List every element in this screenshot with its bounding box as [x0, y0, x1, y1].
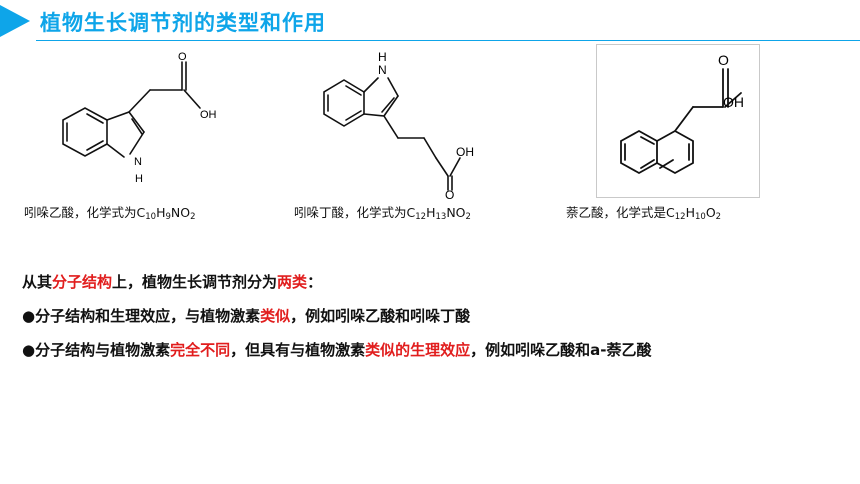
- atom-o: O: [718, 52, 729, 68]
- atom-n: N: [134, 156, 142, 168]
- header-arrow-icon: [0, 5, 30, 37]
- atom-o: O: [445, 188, 454, 200]
- naphthalene-acetic-acid-structure: O OH: [596, 44, 760, 198]
- indole-acetic-acid-structure: O OH N H: [42, 50, 242, 198]
- formula: C10H9NO2: [136, 205, 196, 222]
- intro-line: 从其分子结构上，植物生长调节剂分为两类：: [22, 273, 323, 291]
- atom-o: O: [178, 51, 187, 63]
- atom-n: N: [378, 63, 387, 77]
- atom-h: H: [135, 173, 143, 185]
- bullet-line-2: ●分子结构与植物激素完全不同，但具有与植物激素类似的生理效应，例如吲哚乙酸和a-…: [22, 341, 652, 359]
- caption-indole-acetic-acid: 吲哚乙酸，化学式为C10H9NO2: [24, 205, 196, 222]
- caption-naphthalene-acetic-acid: 萘乙酸，化学式是C12H10O2: [566, 205, 722, 222]
- atom-oh: OH: [723, 94, 744, 110]
- atom-h: H: [378, 52, 387, 64]
- formula: C12H10O2: [666, 205, 722, 222]
- caption-indole-butyric-acid: 吲哚丁酸，化学式为C12H13NO2: [294, 205, 471, 222]
- bullet-line-1: ●分子结构和生理效应，与植物激素类似，例如吲哚乙酸和吲哚丁酸: [22, 307, 471, 325]
- formula: C12H13NO2: [406, 205, 471, 222]
- title-underline: [36, 40, 860, 41]
- indole-butyric-acid-structure: N H OH O: [308, 52, 508, 200]
- atom-oh: OH: [200, 109, 217, 121]
- page-title: 植物生长调节剂的类型和作用: [40, 11, 326, 35]
- atom-oh: OH: [456, 145, 474, 159]
